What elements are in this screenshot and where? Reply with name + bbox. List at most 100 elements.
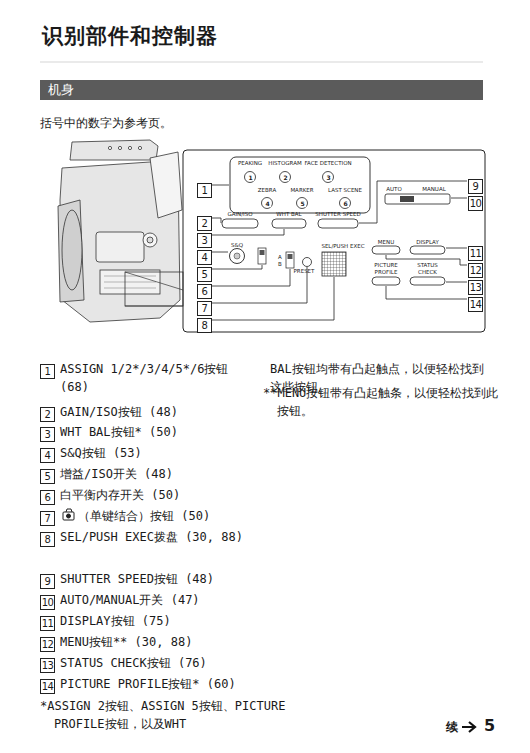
callout-number: 10 [40, 595, 55, 610]
list-item: 13STATUS CHECK按钮 (76) [40, 654, 55, 673]
callout-number: 5 [40, 469, 55, 484]
list-item: 5增益/ISO开关 (48) [40, 465, 55, 484]
callout-number: 7 [40, 511, 55, 526]
item-text: STATUS CHECK按钮 (76) [60, 654, 245, 672]
callout-number: 10 [468, 196, 483, 211]
label-text: B [276, 261, 284, 268]
callout-box: 7 [197, 297, 212, 316]
item-text: 白平衡内存开关 (50) [60, 486, 245, 504]
callout-box: 8 [197, 314, 212, 333]
label-text: 2 [282, 174, 289, 181]
callout-number: 9 [468, 179, 483, 194]
item-text: S&Q按钮 (53) [60, 444, 245, 462]
callout-number: 4 [40, 448, 55, 463]
list-item: 2GAIN/ISO按钮 (48) [40, 403, 55, 422]
callout-number: 2 [197, 216, 212, 231]
item-text: DISPLAY按钮 (75) [60, 612, 245, 630]
callout-number: 11 [468, 246, 483, 261]
list-item: 9SHUTTER SPEED按钮 (48) [40, 570, 55, 589]
list-item: 8SEL/PUSH EXEC拨盘 (30, 88) [40, 528, 55, 547]
label-text: STATUS CHECK [410, 262, 445, 275]
label-text: ZEBRA [252, 187, 282, 194]
label-text: PRESET [293, 268, 315, 275]
one-push-button [303, 258, 312, 267]
item-text: WHT BAL按钮* (50) [60, 423, 245, 441]
label-text: GAIN/ISO [222, 211, 258, 218]
callout-number: 1 [197, 183, 212, 198]
label-text: 4 [264, 200, 271, 207]
one-push-wb-icon [63, 509, 74, 520]
label-text: DISPLAY [410, 239, 445, 246]
item-text: 增益/ISO开关 (48) [60, 465, 245, 483]
callout-box: 5 [197, 263, 212, 282]
callout-number: 1 [40, 364, 55, 379]
callout-number: 2 [40, 407, 55, 422]
sel-dial [322, 252, 346, 276]
callout-box: 2 [197, 212, 212, 231]
callout-number: 11 [40, 616, 55, 631]
callout-box: 11 [468, 242, 483, 261]
list-item: 14PICTURE PROFILE按钮* (60) [40, 675, 55, 694]
list-item: 12MENU按钮** (30, 88) [40, 633, 55, 652]
list-item: 7（单键结合）按钮 (50) [40, 507, 55, 526]
callout-box: 10 [468, 192, 483, 211]
label-text: A [276, 254, 284, 261]
list-item: 4S&Q按钮 (53) [40, 444, 55, 463]
wb-memory-switch [286, 252, 294, 268]
label-text: **MENU按钮带有凸起触条，以便轻松找到此按钮。 [263, 384, 505, 420]
title-rule [40, 62, 483, 63]
callout-box: 14 [468, 293, 483, 312]
label-text: 续 [446, 719, 462, 735]
label-text: SEL/PUSH EXEC [318, 243, 368, 250]
label-text: LAST SCENE [325, 187, 365, 194]
callout-number: 12 [468, 263, 483, 278]
callout-number: 3 [197, 233, 212, 248]
item-text: ASSIGN 1/2*/3/4/5*/6按钮 (68) [60, 360, 245, 396]
callout-number: 8 [40, 532, 55, 547]
callout-number: 8 [197, 318, 212, 333]
list-item: 11DISPLAY按钮 (75) [40, 612, 55, 631]
label-text: MANUAL [420, 186, 448, 193]
callout-number: 13 [40, 658, 55, 673]
callout-box: 1 [197, 179, 212, 198]
callout-number: 12 [40, 637, 55, 652]
zoom-line [125, 306, 183, 307]
callout-number: 14 [40, 679, 55, 694]
callout-number: 13 [468, 280, 483, 295]
label-text: MARKER [284, 187, 320, 194]
label-text: 1 [247, 174, 254, 181]
label-text: MENU [372, 239, 400, 246]
callout-box: 12 [468, 259, 483, 278]
callout-number: 14 [468, 297, 483, 312]
label-text: WHT BAL [272, 211, 306, 218]
list-item: 3WHT BAL按钮* (50) [40, 423, 55, 442]
label-text: PICTURE PROFILE [370, 262, 402, 275]
label-text: HISTOGRAM [268, 160, 302, 167]
page-title: 识别部件和控制器 [42, 22, 218, 50]
label-text: 6 [342, 200, 349, 207]
callout-number: 6 [197, 284, 212, 299]
leader-lines [211, 181, 467, 320]
auto-manual-switch [385, 194, 450, 204]
item-text: SHUTTER SPEED按钮 (48) [60, 570, 245, 588]
list-item: 10AUTO/MANUAL开关 (47) [40, 591, 55, 610]
assign-panel [230, 157, 370, 213]
callout-number: 9 [40, 574, 55, 589]
push-buttons [222, 219, 445, 285]
callout-number: 3 [40, 427, 55, 442]
continue-arrow [462, 722, 475, 732]
callout-number: 4 [197, 250, 212, 265]
label-text: 括号中的数字为参考页。 [40, 114, 480, 132]
list-item: 6白平衡内存开关 (50) [40, 486, 55, 505]
inset-frame [183, 150, 485, 332]
item-text: PICTURE PROFILE按钮* (60) [60, 675, 245, 693]
callout-number: 7 [197, 301, 212, 316]
item-text: （单键结合）按钮 (50) [78, 507, 245, 525]
item-text: AUTO/MANUAL开关 (47) [60, 591, 245, 609]
label-text: S&Q [228, 242, 246, 249]
callout-box: 3 [197, 229, 212, 248]
callout-box: 4 [197, 246, 212, 265]
band-text: 机身 [48, 81, 74, 99]
callout-box: 6 [197, 280, 212, 299]
